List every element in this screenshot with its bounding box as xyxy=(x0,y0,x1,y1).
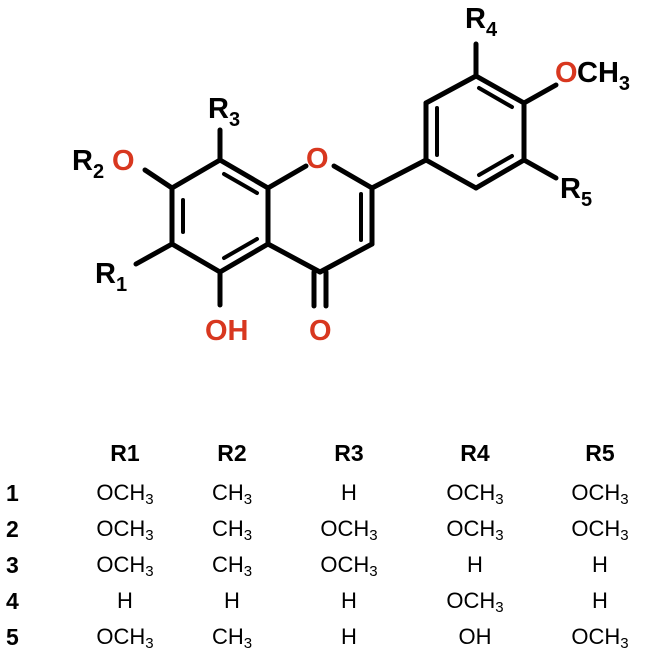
ring-c-bonds xyxy=(265,163,375,309)
table-cell: CH3 xyxy=(211,552,253,580)
table-cell: H xyxy=(117,588,133,613)
compound-id: 5 xyxy=(6,624,19,650)
table-cell: OCH3 xyxy=(96,552,154,580)
table-cell: OCH3 xyxy=(571,624,629,652)
r2o-group: R2 O xyxy=(72,145,135,183)
flavone-structure: O O OH O CH3 R2 O R3 R1 R4 R5 xyxy=(72,3,630,347)
table-row: 2 OCH3 CH3 OCH3 OCH3 OCH3 xyxy=(0,516,654,550)
table-cell: OCH3 xyxy=(320,516,378,544)
table-cell: OCH3 xyxy=(320,552,378,580)
table-cell: OCH3 xyxy=(96,624,154,652)
table-header-row: R1 R2 R3 R4 R5 xyxy=(0,440,654,474)
table-cell: H xyxy=(467,552,483,577)
table-cell: OCH3 xyxy=(96,516,154,544)
hydroxyl-label: OH xyxy=(205,315,249,347)
table-row: 3 OCH3 CH3 OCH3 H H xyxy=(0,552,654,586)
table-cell: OCH3 xyxy=(96,480,154,508)
ring-b-bonds xyxy=(369,73,527,191)
table-cell: H xyxy=(592,588,608,613)
ring-oxygen-label: O xyxy=(306,143,329,175)
table-cell: CH3 xyxy=(211,480,253,508)
header-r1: R1 xyxy=(110,440,140,466)
table-cell: CH3 xyxy=(211,624,253,652)
table-cell: OCH3 xyxy=(446,588,504,616)
r3-label: R3 xyxy=(208,93,240,131)
r2-label: R2 xyxy=(72,145,104,183)
r2-oxygen: O xyxy=(112,145,135,177)
header-r2: R2 xyxy=(217,440,247,466)
r1-label: R1 xyxy=(95,258,127,296)
table-cell: OH xyxy=(458,624,492,649)
compound-id: 3 xyxy=(6,552,19,578)
table-cell: CH3 xyxy=(211,516,253,544)
table-cell: OCH3 xyxy=(446,516,504,544)
header-r4: R4 xyxy=(460,440,490,466)
table-cell: H xyxy=(592,552,608,577)
table-cell: H xyxy=(341,588,357,613)
r4-label: R4 xyxy=(465,3,498,41)
carbonyl-oxygen-label: O xyxy=(309,315,332,347)
r5-label: R5 xyxy=(560,173,592,211)
compound-id: 4 xyxy=(6,588,19,614)
compound-id: 2 xyxy=(6,516,19,542)
table-cell: OCH3 xyxy=(571,480,629,508)
table-row: 5 OCH3 CH3 H OH OCH3 xyxy=(0,624,654,658)
compound-id: 1 xyxy=(6,480,19,506)
ring-a-bonds xyxy=(169,157,271,275)
table-row: 1 OCH3 CH3 H OCH3 OCH3 xyxy=(0,480,654,514)
header-r3: R3 xyxy=(334,440,364,466)
table-cell: H xyxy=(341,480,357,505)
substituent-bonds xyxy=(133,41,559,308)
methoxy-carbon: CH3 xyxy=(577,57,630,95)
table-cell: OCH3 xyxy=(446,480,504,508)
table-cell: H xyxy=(341,624,357,649)
table-cell: OCH3 xyxy=(571,516,629,544)
methoxy-group: O CH3 xyxy=(555,57,630,95)
methoxy-oxygen: O xyxy=(555,57,578,89)
table-cell: H xyxy=(224,588,240,613)
header-r5: R5 xyxy=(585,440,615,466)
table-row: 4 H H H OCH3 H xyxy=(0,588,654,622)
